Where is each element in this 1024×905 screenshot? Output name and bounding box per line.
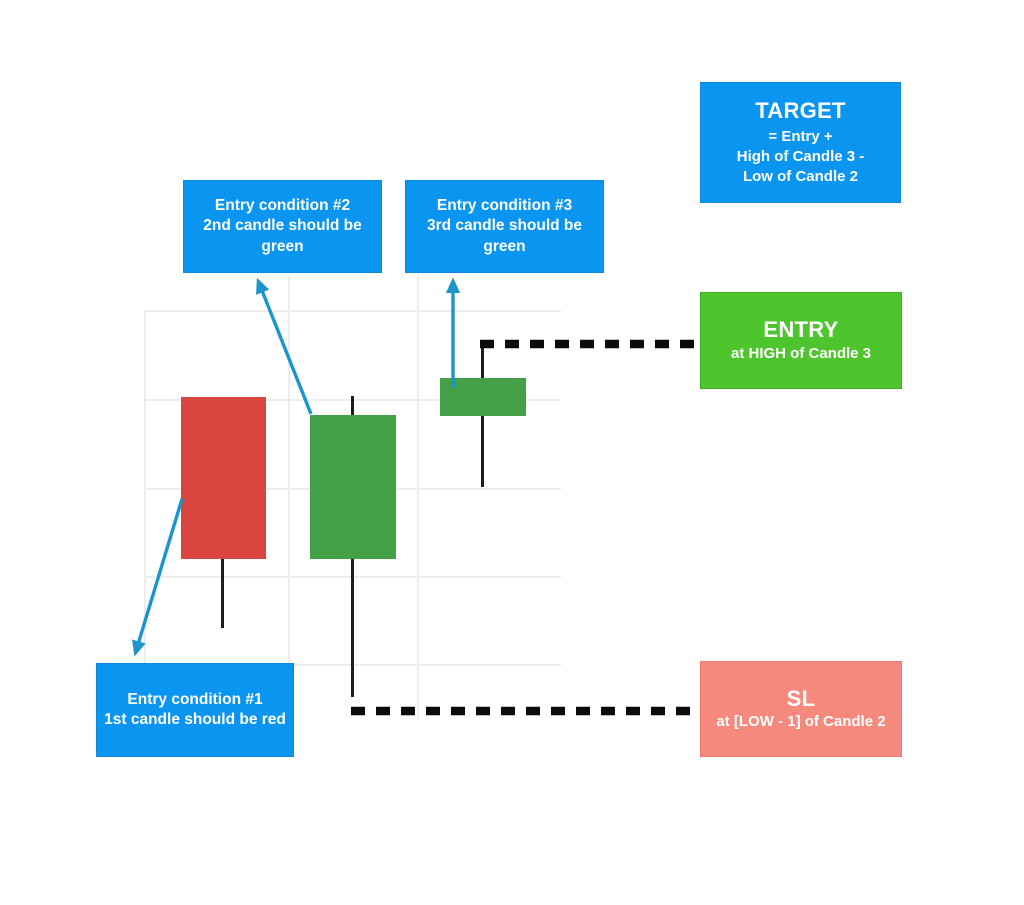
condition-1-box: Entry condition #1 1st candle should be … bbox=[96, 663, 294, 757]
sl-subtitle: at [LOW - 1] of Candle 2 bbox=[716, 713, 886, 731]
sl-label-box: SL at [LOW - 1] of Candle 2 bbox=[700, 661, 902, 757]
candle-1-lower-wick bbox=[221, 559, 224, 628]
gridline-horizontal bbox=[145, 310, 561, 312]
condition-1-line: Entry condition #1 bbox=[127, 690, 263, 708]
candle-2-body bbox=[310, 415, 396, 559]
condition-2-arrow bbox=[256, 277, 313, 415]
target-formula-line: = Entry + bbox=[768, 128, 833, 146]
entry-label-box: ENTRY at HIGH of Candle 3 bbox=[700, 292, 902, 389]
candle-3-upper-wick bbox=[481, 343, 484, 378]
target-label-box: TARGET = Entry + High of Candle 3 - Low … bbox=[700, 82, 901, 203]
target-title: TARGET bbox=[755, 97, 846, 123]
condition-2-line: 2nd candle should be green bbox=[203, 217, 362, 255]
entry-subtitle: at HIGH of Candle 3 bbox=[730, 344, 872, 362]
candle-2-lower-wick bbox=[351, 559, 354, 697]
candle-1-body bbox=[181, 397, 266, 559]
condition-1-arrow bbox=[132, 498, 184, 657]
condition-1-line: 1st candle should be red bbox=[104, 711, 286, 728]
gridline-vertical bbox=[144, 310, 146, 720]
gridline-vertical bbox=[288, 276, 290, 720]
candle-3-body bbox=[440, 378, 526, 416]
target-formula-line: High of Candle 3 - bbox=[736, 148, 865, 166]
target-formula-line: Low of Candle 2 bbox=[742, 168, 858, 186]
sl-title: SL bbox=[786, 685, 816, 711]
condition-3-line: 3rd candle should be green bbox=[426, 217, 583, 255]
condition-2-line: Entry condition #2 bbox=[214, 196, 351, 214]
entry-title: ENTRY bbox=[763, 317, 839, 343]
candle-3-lower-wick bbox=[481, 416, 484, 487]
condition-3-box: Entry condition #3 3rd candle should be … bbox=[405, 180, 604, 273]
condition-3-line: Entry condition #3 bbox=[436, 196, 573, 214]
candle-2-upper-wick bbox=[351, 396, 354, 415]
gridline-vertical bbox=[417, 276, 419, 720]
condition-2-box: Entry condition #2 2nd candle should be … bbox=[183, 180, 382, 273]
